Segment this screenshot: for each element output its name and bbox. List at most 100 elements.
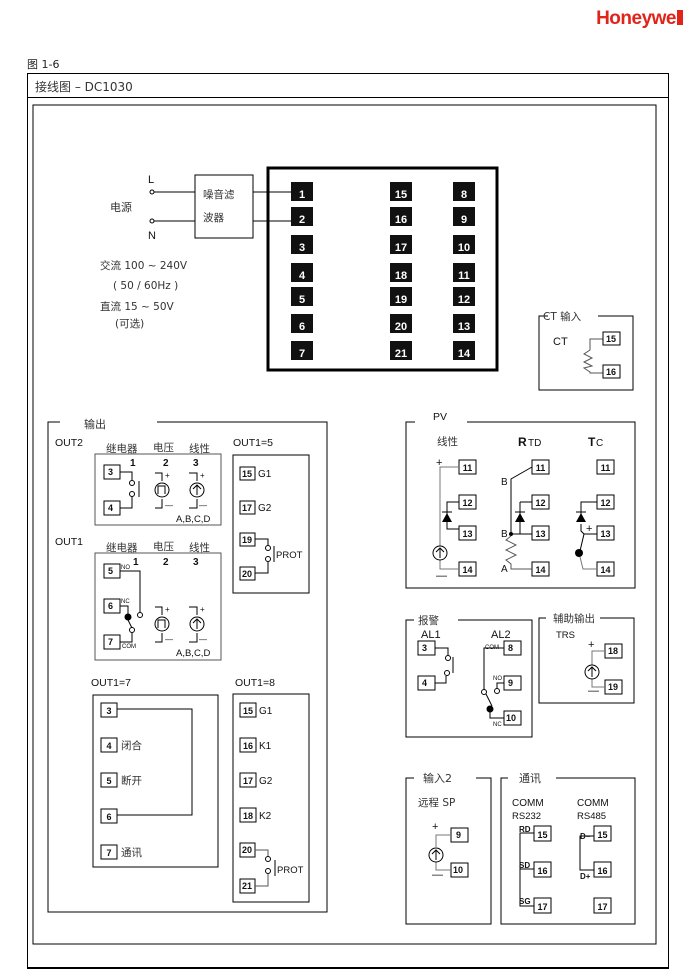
svg-text:15: 15 (243, 706, 253, 716)
svg-text:13: 13 (458, 321, 470, 333)
dc-spec: 直流 15 ~ 50V (100, 300, 175, 313)
svg-text:4: 4 (299, 270, 306, 282)
out2-num-1: 1 (130, 458, 136, 469)
out1-linear-icon: +— (189, 605, 207, 644)
out1-type-linear: 线性 (189, 541, 210, 554)
terminal-9: 9 (453, 207, 475, 226)
out2-num-3: 3 (193, 458, 199, 469)
rs485-label: RS485 (577, 811, 606, 822)
minus-sign: — (199, 635, 207, 644)
svg-text:17: 17 (242, 503, 252, 513)
figure-label: 图 1-6 (27, 58, 60, 71)
line-terminal-icon (149, 189, 155, 195)
al2-terminal-8: 8 (503, 640, 522, 656)
svg-text:19: 19 (242, 535, 252, 545)
plus-sign: + (586, 523, 592, 535)
terminal-21: 21 (390, 341, 412, 360)
terminal-2: 2 (291, 207, 313, 226)
pv-tc-label-small: C (596, 438, 603, 449)
terminal-block (266, 166, 499, 372)
com-label: COM (122, 644, 136, 650)
pv-rtd-label-small: TD (528, 438, 541, 449)
terminal-17: 17 (390, 235, 412, 254)
out1-8-row-label: G1 (259, 706, 273, 717)
svg-text:17: 17 (597, 902, 607, 912)
out1-relay-icon (120, 570, 143, 643)
pv-section: PV 线性 R TD T C 111213141112131411121314 … (405, 411, 636, 589)
out1-8-row-label: K1 (259, 741, 272, 752)
out1-7-row-label: 闭合 (121, 739, 142, 752)
svg-text:13: 13 (462, 529, 472, 539)
svg-text:18: 18 (243, 811, 253, 821)
plus-sign: + (200, 605, 205, 614)
rs232-pin-label: RD (519, 825, 531, 834)
svg-text:3: 3 (106, 706, 111, 716)
out1-8-terminal-16: 16 (239, 737, 257, 753)
pv-terminal-12: 12 (531, 494, 550, 510)
svg-text:4: 4 (108, 503, 113, 513)
out1-8-terminal-15: 15 (239, 702, 257, 718)
out1-7-row-label: 通讯 (121, 846, 142, 859)
svg-text:20: 20 (242, 845, 252, 855)
rs485-terminal-17: 17 (593, 897, 612, 914)
power-label: 电源 (110, 200, 132, 214)
terminal-7: 7 (291, 341, 313, 360)
svg-text:17: 17 (243, 776, 253, 786)
plus-sign: + (165, 471, 170, 480)
rs232-terminal-17: 17 (533, 897, 552, 914)
terminal-10: 10 (453, 235, 475, 254)
out1-7-terminal-3: 3 (100, 702, 118, 718)
terminal-19: 19 (390, 287, 412, 306)
svg-text:5: 5 (106, 776, 111, 786)
noise-filter-label-2: 波器 (203, 211, 224, 224)
terminal-12: 12 (453, 287, 475, 306)
svg-text:17: 17 (395, 242, 407, 254)
svg-text:15: 15 (597, 830, 607, 840)
al2-terminal-10: 10 (503, 710, 522, 726)
svg-text:16: 16 (606, 367, 616, 377)
rs232-comm-label: COMM (512, 798, 544, 809)
input2-current-source-icon: + — (428, 821, 451, 881)
svg-text:12: 12 (458, 294, 470, 306)
out1-7-terminal-5: 5 (100, 772, 118, 788)
pv-tc-icon: + (575, 501, 597, 570)
aux-current-source-icon: + — (584, 639, 605, 697)
svg-text:20: 20 (395, 321, 407, 333)
svg-text:9: 9 (456, 830, 461, 840)
al1-terminal-4: 4 (417, 675, 436, 691)
terminal-18: 18 (390, 263, 412, 282)
svg-text:3: 3 (422, 643, 427, 653)
alarm-section: 报警 AL1 AL2 3 4 8 9 10 COM NO NC (405, 614, 533, 738)
out2-type-relay: 继电器 (106, 442, 138, 455)
terminal-15: 15 (390, 182, 412, 201)
out2-label: OUT2 (55, 437, 83, 449)
rs485-terminal-16: 16 (593, 861, 612, 878)
out1-num-1: 1 (133, 557, 139, 568)
rs232-label: RS232 (512, 811, 541, 822)
honeywell-logo: Honeywe (596, 8, 683, 30)
rs232-pin-label: SG (519, 897, 531, 906)
svg-text:10: 10 (506, 713, 516, 723)
pv-terminal-11: 11 (596, 459, 615, 475)
svg-text:7: 7 (108, 637, 113, 647)
rtd-b-label-2: B (501, 529, 508, 540)
rtd-b-label: B (501, 477, 508, 488)
svg-text:4: 4 (422, 678, 427, 688)
figure-header (27, 73, 669, 98)
out1-7-box (92, 694, 219, 868)
neutral-label: N (148, 230, 156, 242)
out1-8-terminal-21: 21 (239, 878, 256, 894)
out1-7-terminal-6: 6 (100, 808, 118, 824)
terminal-3: 3 (291, 235, 313, 254)
rs485-comm-label: COMM (577, 798, 609, 809)
svg-text:14: 14 (458, 348, 471, 360)
input2-title: 输入2 (423, 771, 452, 785)
line-label: L (148, 174, 154, 186)
out2-terminal-4: 4 (103, 500, 121, 516)
out1-5-terminal-15: 15 (239, 466, 256, 481)
out1-voltage-icon: +— (154, 605, 173, 644)
out2-linear-icon: +— (189, 471, 207, 510)
svg-text:19: 19 (608, 682, 618, 692)
comm-title: 通讯 (519, 772, 541, 785)
